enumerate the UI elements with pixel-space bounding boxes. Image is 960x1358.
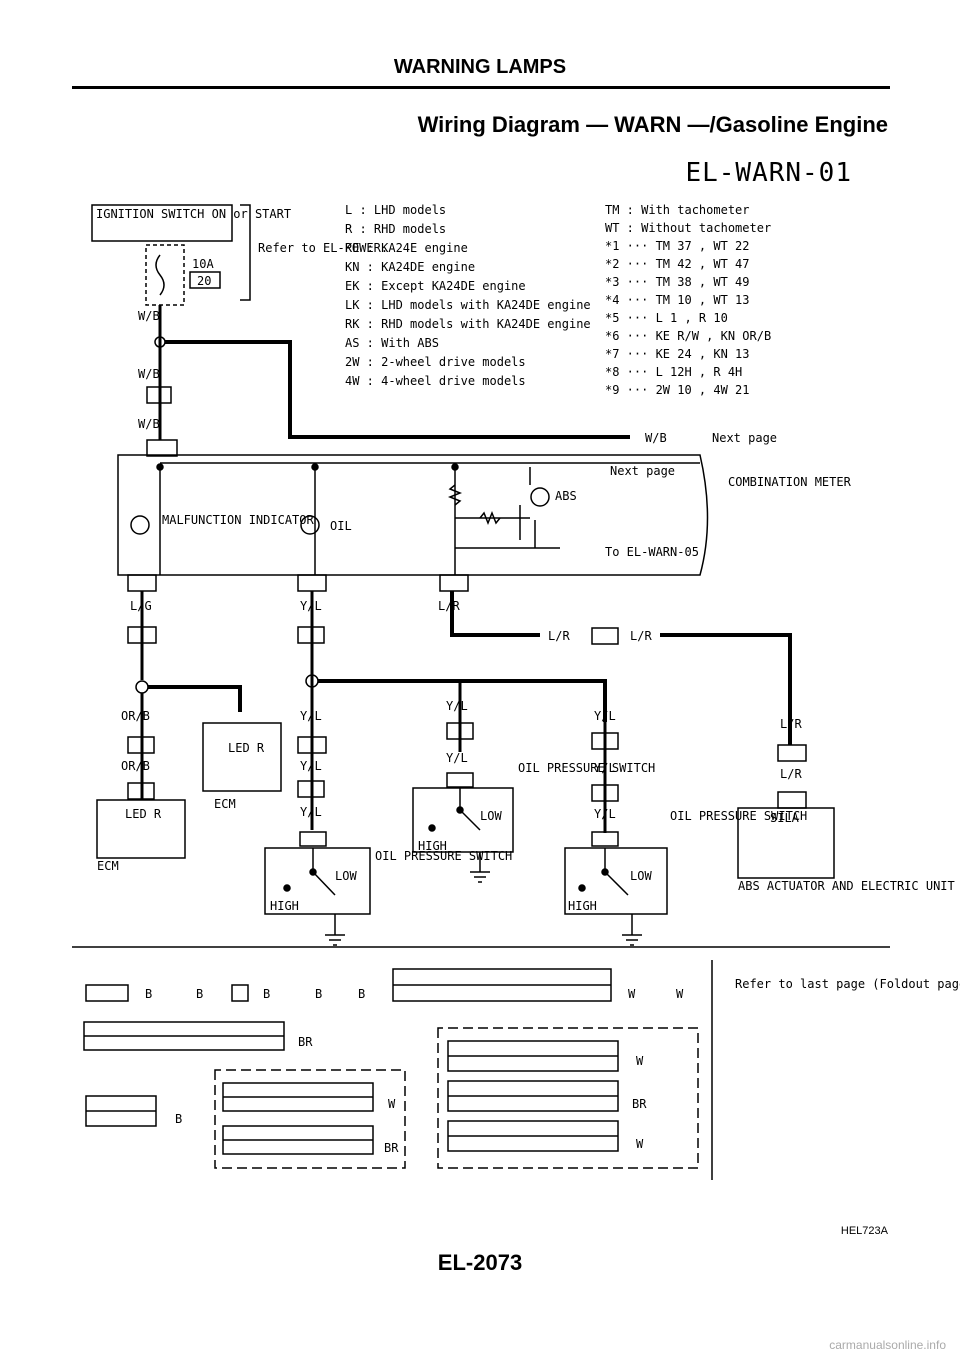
wire-yl-1: Y/L	[300, 599, 322, 613]
wire-orb-1: OR/B	[121, 709, 150, 723]
figure-id: HEL723A	[840, 1225, 888, 1237]
watermark: carmanualsonline.info	[829, 1338, 946, 1352]
legend-left-entry: 4W : 4-wheel drive models	[345, 374, 526, 388]
conn-color-w1: W	[628, 987, 636, 1001]
conn-color-br1: BR	[298, 1035, 313, 1049]
legend-left-entry: LK : LHD models with KA24DE engine	[345, 298, 591, 312]
abs-label: ABS	[555, 489, 577, 503]
wire-yl-6: Y/L	[446, 751, 468, 765]
wire-orb-2: OR/B	[121, 759, 150, 773]
low-2: LOW	[480, 809, 502, 823]
wire-lr-5: L/R	[780, 767, 802, 781]
legend-left-entry: 2W : 2-wheel drive models	[345, 355, 526, 369]
legend-right-entry: WT : Without tachometer	[605, 221, 771, 235]
legend-right-entry: *4 ··· TM 10 , WT 13	[605, 293, 750, 307]
legend-left-entry: KN : KA24DE engine	[345, 260, 475, 274]
legend-right-entry: *8 ··· L 12H , R 4H	[605, 365, 742, 379]
led-r-ecm2: LED R	[228, 741, 265, 755]
ecm-label-2: ECM	[214, 797, 236, 811]
mil-label: MALFUNCTION INDICATOR	[162, 513, 314, 527]
legend-right-entry: *5 ··· L 1 , R 10	[605, 311, 728, 325]
conn-color-b1: B	[145, 987, 152, 1001]
conn-color-b4: B	[315, 987, 322, 1001]
wire-yl-9: Y/L	[594, 807, 616, 821]
sila-label: SILA	[770, 811, 800, 825]
high-2: HIGH	[418, 839, 447, 853]
ecm-label-1: ECM	[97, 859, 119, 873]
legend-right-entry: TM : With tachometer	[605, 203, 750, 217]
conn-color-w3: W	[388, 1097, 396, 1111]
wire-wb-next: W/B	[645, 431, 667, 445]
conn-color-w2: W	[676, 987, 684, 1001]
legend-right-entry: *7 ··· KE 24 , KN 13	[605, 347, 750, 361]
legend-left-entry: R : RHD models	[345, 222, 446, 236]
next-page-a: Next page	[712, 431, 777, 445]
fuse-amp: 10A	[192, 257, 214, 271]
wire-wb-3: W/B	[138, 417, 160, 431]
conn-color-b3: B	[263, 987, 270, 1001]
led-r-ecm: LED R	[125, 807, 162, 821]
legend-right-entry: *9 ··· 2W 10 , 4W 21	[605, 383, 750, 397]
wire-lg: L/G	[130, 599, 152, 613]
next-page-b: Next page	[610, 464, 675, 478]
to-warn-05: To EL-WARN-05	[605, 545, 699, 559]
legend-left-entry: KE : KA24E engine	[345, 241, 468, 255]
legend-left-entry: AS : With ABS	[345, 336, 439, 350]
section-header: WARNING LAMPS	[393, 56, 567, 78]
conn-color-b2: B	[196, 987, 203, 1001]
oil-lamp	[300, 515, 320, 535]
conn-color-br2: BR	[384, 1141, 399, 1155]
legend-left-entry: EK : Except KA24DE engine	[345, 279, 526, 293]
conn-color-w4: W	[636, 1054, 644, 1068]
high-3: HIGH	[568, 899, 597, 913]
wire-lr-3: L/R	[630, 629, 652, 643]
low-3: LOW	[630, 869, 652, 883]
page-number: EL-2073	[437, 1250, 523, 1275]
fuse-number: 20	[197, 274, 211, 288]
legend-right-entry: *6 ··· KE R/W , KN OR/B	[605, 329, 771, 343]
combination-meter-label: COMBINATION METER	[728, 475, 852, 489]
ignition-switch-box	[91, 204, 233, 242]
oil-label: OIL	[330, 519, 352, 533]
legend-right-entry: *3 ··· TM 38 , WT 49	[605, 275, 750, 289]
wire-yl-5: Y/L	[446, 699, 468, 713]
legend-left-entry: L : LHD models	[345, 203, 446, 217]
oil-switch-label-3: OIL PRESSURE SWITCH	[670, 809, 807, 823]
refer-last-page: Refer to last page (Foldout page).	[735, 977, 960, 991]
wire-wb-1: W/B	[138, 309, 160, 323]
wire-lr-4: L/R	[780, 717, 802, 731]
conn-color-b5: B	[358, 987, 365, 1001]
mil-lamp	[130, 515, 150, 535]
combination-meter-frame	[117, 454, 709, 576]
wire-lr-1: L/R	[438, 599, 460, 613]
conn-color-w5: W	[636, 1137, 644, 1151]
wire-yl-8: Y/L	[594, 761, 616, 775]
legend-right-entry: *1 ··· TM 37 , WT 22	[605, 239, 750, 253]
abs-unit-label: ABS ACTUATOR AND ELECTRIC UNIT	[738, 879, 955, 893]
wire-wb-2: W/B	[138, 367, 160, 381]
oil-switch-label-2: OIL PRESSURE SWITCH	[518, 761, 655, 775]
legend-left: L : LHD models R : RHD models KE : KA24E e…	[345, 203, 591, 388]
legend-left-entry: RK : RHD models with KA24DE engine	[345, 317, 591, 331]
wire-yl-2: Y/L	[300, 709, 322, 723]
low-1: LOW	[335, 869, 357, 883]
conn-color-br3: BR	[632, 1097, 647, 1111]
legend-right-entry: *2 ··· TM 42 , WT 47	[605, 257, 750, 271]
wire-yl-3: Y/L	[300, 759, 322, 773]
wire-yl-7: Y/L	[594, 709, 616, 723]
conn-color-b6: B	[175, 1112, 182, 1126]
page-title: Wiring Diagram — WARN —/Gasoline Engine	[417, 112, 888, 137]
oil-switch-label-1: OIL PRESSURE SWITCH	[375, 849, 512, 863]
legend-right: TM : With tachometer WT : Without tachome…	[605, 203, 771, 397]
diagram-code: EL-WARN-01	[685, 158, 852, 188]
refer-power-label: Refer to EL-POWER.	[258, 241, 388, 255]
ignition-switch-label: IGNITION SWITCH ON or START	[96, 207, 291, 221]
header-rule	[72, 86, 890, 89]
wire-lr-2: L/R	[548, 629, 570, 643]
abs-lamp	[530, 487, 550, 507]
wire-yl-4: Y/L	[300, 805, 322, 819]
high-1: HIGH	[270, 899, 299, 913]
